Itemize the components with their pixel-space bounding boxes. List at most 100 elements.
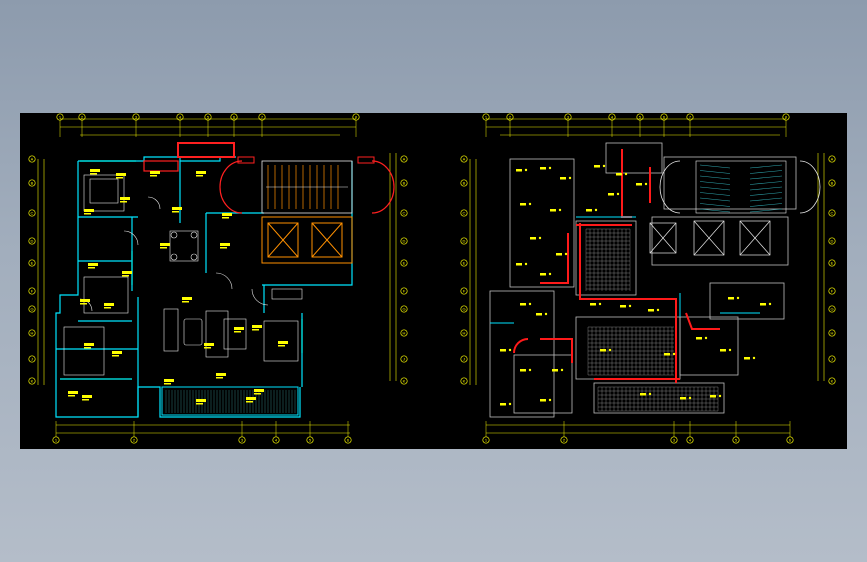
ceiling-grid-dining <box>585 228 631 291</box>
room-label-tag <box>84 209 94 212</box>
elevator-shafts <box>261 216 353 264</box>
grid-axis-bubble: F <box>400 287 408 295</box>
grid-axis-bubble: J <box>828 355 836 363</box>
room-label-tag <box>254 389 264 392</box>
top-dimension-lines <box>486 118 786 136</box>
svg-text:J: J <box>403 357 405 362</box>
grid-axis-bubble: 3 <box>132 113 140 121</box>
svg-text:1: 1 <box>55 438 58 443</box>
svg-text:J: J <box>831 357 833 362</box>
fixture-tag <box>536 313 542 316</box>
room-label-tag <box>234 327 244 330</box>
room-label-tag <box>172 207 182 210</box>
svg-text:B: B <box>403 181 406 186</box>
grid-axis-bubble: F <box>828 287 836 295</box>
grid-axis-bubble: H <box>828 329 836 337</box>
fixture-tag <box>552 369 558 372</box>
fixture-tag <box>520 303 526 306</box>
grid-axis-bubble: G <box>828 305 836 313</box>
svg-text:G: G <box>830 307 833 312</box>
light-fixtures <box>500 164 772 406</box>
svg-text:5: 5 <box>207 115 210 120</box>
fixture-tag <box>556 253 562 256</box>
svg-text:6: 6 <box>233 115 236 120</box>
room-label-tag <box>216 373 226 376</box>
fixture-tag <box>500 349 506 352</box>
stair-core <box>659 160 821 214</box>
grid-axis-bubble: 3 <box>670 436 678 444</box>
svg-text:7: 7 <box>261 115 264 120</box>
grid-axis-bubble: E <box>460 259 468 267</box>
fixture-tag <box>696 337 702 340</box>
exterior-walls <box>55 156 353 418</box>
svg-text:8: 8 <box>785 115 788 120</box>
walls <box>490 216 760 324</box>
grid-axis-bubble: 3 <box>238 436 246 444</box>
grid-axis-bubble: F <box>460 287 468 295</box>
svg-text:G: G <box>402 307 405 312</box>
grid-axis-bubble: G <box>28 305 36 313</box>
fixture-tag <box>540 167 546 170</box>
svg-text:1: 1 <box>59 115 62 120</box>
room-label-tag <box>104 303 114 306</box>
svg-text:A: A <box>31 157 34 162</box>
grid-axis-bubble: C <box>28 209 36 217</box>
balcony <box>161 386 299 416</box>
fixture-tag <box>500 403 506 406</box>
svg-text:D: D <box>831 239 834 244</box>
room-label-tag <box>120 197 130 200</box>
svg-text:4: 4 <box>275 438 278 443</box>
svg-text:C: C <box>831 211 834 216</box>
fixture-tag <box>720 349 726 352</box>
grid-axis-bubble: D <box>828 237 836 245</box>
fixture-tag <box>520 203 526 206</box>
fixture-tag <box>728 297 734 300</box>
svg-text:2: 2 <box>81 115 84 120</box>
svg-text:K: K <box>463 379 466 384</box>
fixture-tag <box>586 209 592 212</box>
fixture-tag <box>640 393 646 396</box>
grid-axis-bubble: 6 <box>786 436 794 444</box>
hvac-ducts <box>513 149 720 383</box>
grid-axis-bubble: A <box>28 155 36 163</box>
grid-axis-bubble: B <box>28 179 36 187</box>
svg-text:D: D <box>403 239 406 244</box>
grid-axis-bubble: K <box>460 377 468 385</box>
grid-axis-bubble: 1 <box>482 436 490 444</box>
fixture-tag <box>664 353 670 356</box>
room-label-tag <box>220 243 230 246</box>
grid-axis-bubble: 5 <box>732 436 740 444</box>
room-label-tag <box>68 391 78 394</box>
fixture-tag <box>590 303 596 306</box>
svg-text:3: 3 <box>673 438 676 443</box>
room-label-tag <box>122 271 132 274</box>
svg-text:3: 3 <box>241 438 244 443</box>
svg-text:K: K <box>403 379 406 384</box>
room-label-tag <box>278 341 288 344</box>
svg-text:H: H <box>31 331 34 336</box>
fixture-tag <box>620 305 626 308</box>
grid-axis-bubble: 4 <box>686 436 694 444</box>
room-label-tag <box>160 243 170 246</box>
svg-text:G: G <box>462 307 465 312</box>
svg-text:H: H <box>463 331 466 336</box>
room-label-tag <box>80 299 90 302</box>
svg-text:F: F <box>463 289 466 294</box>
svg-text:3: 3 <box>567 115 570 120</box>
fixture-tag <box>760 303 766 306</box>
side-dimension-lines <box>37 153 397 385</box>
svg-text:1: 1 <box>485 438 488 443</box>
grid-axis-bubble: D <box>28 237 36 245</box>
svg-text:J: J <box>463 357 465 362</box>
grid-axis-bubble: 2 <box>130 436 138 444</box>
svg-text:5: 5 <box>735 438 738 443</box>
grid-axis-bubble: H <box>28 329 36 337</box>
room-label-tag <box>246 397 256 400</box>
grid-axis-bubble: 6 <box>344 436 352 444</box>
